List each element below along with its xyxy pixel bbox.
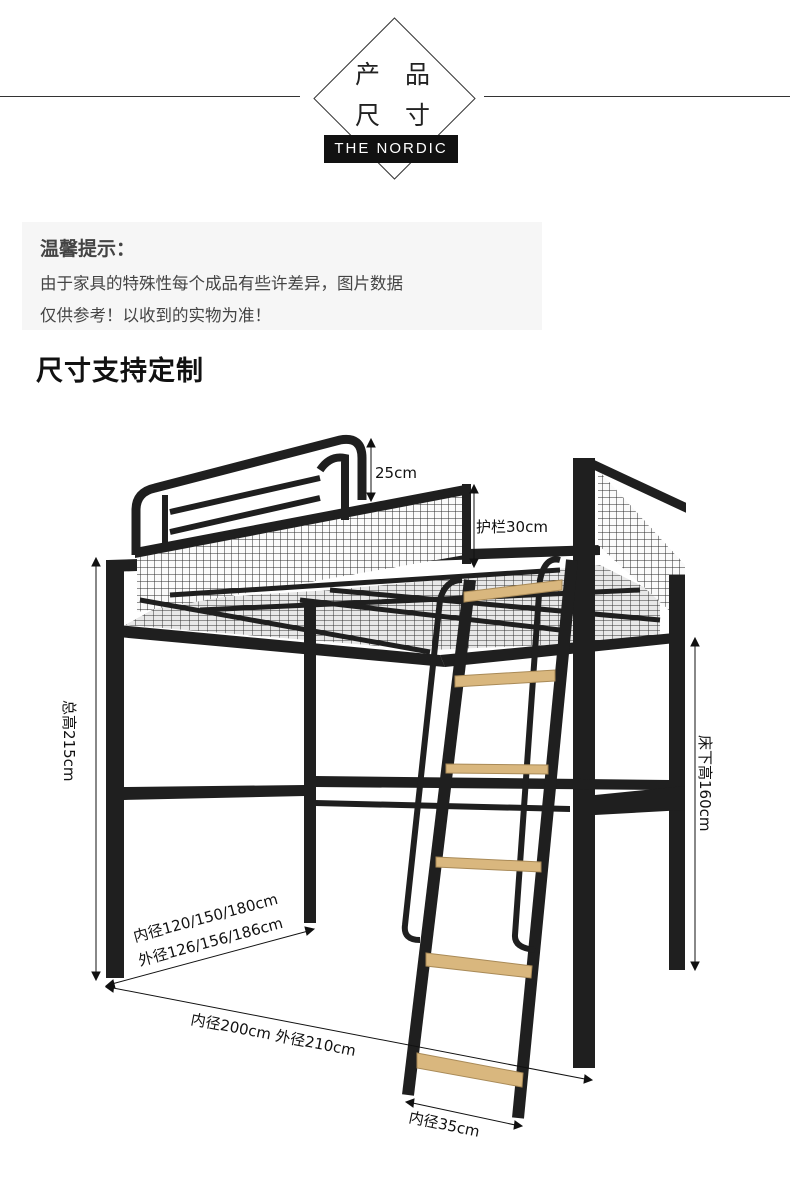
arrow — [583, 1074, 594, 1084]
header-char-2: 品 — [405, 60, 431, 89]
ladder-rail-left — [402, 579, 476, 1096]
header-char-1: 产 — [355, 60, 381, 89]
arrow — [91, 971, 101, 982]
front-lower-rail — [118, 625, 445, 667]
brand-badge: THE NORDIC — [324, 135, 458, 163]
arrow — [304, 926, 316, 936]
ladder-step-1 — [463, 579, 563, 603]
leg-back-right — [669, 575, 685, 970]
leg-back-left — [304, 605, 316, 923]
arrow — [513, 1120, 524, 1130]
dim-line-width — [107, 929, 313, 986]
ladder-step-2 — [454, 669, 556, 688]
header-char-4: 寸 — [405, 101, 431, 130]
arrow — [366, 437, 376, 448]
label-total-height: 总高215cm — [60, 700, 78, 782]
ladder-step-6 — [416, 1052, 524, 1088]
notice-title: 温馨提示： — [40, 238, 136, 260]
ladder-handrail-left — [401, 577, 463, 943]
ladder-handrail-right — [511, 556, 561, 953]
guardrail-post — [462, 484, 471, 564]
dimension-lines — [91, 437, 700, 1130]
notice-line-2: 仅供参考！以收到的实物为准！ — [40, 306, 271, 325]
notice-line-1: 由于家具的特殊性每个成品有些许差异，图片数据 — [40, 274, 403, 293]
label-ladder-width: 内径35cm — [407, 1108, 481, 1141]
deck-slats — [139, 567, 661, 655]
back-stretcher — [315, 776, 670, 790]
leg-front-right — [573, 458, 595, 1068]
headboard-loop — [131, 434, 367, 555]
label-under-bed-height: 床下高160cm — [696, 735, 714, 832]
ladder-step-4 — [435, 856, 542, 873]
front-guardrail-mesh — [137, 492, 465, 612]
bed-frame — [106, 434, 686, 1119]
arrow — [469, 483, 479, 494]
arrow — [469, 558, 479, 569]
arrow — [690, 636, 700, 647]
header-rule-right — [484, 96, 790, 97]
arrow — [404, 1098, 415, 1108]
arrow — [366, 492, 376, 503]
ladder-steps — [416, 579, 563, 1088]
right-top-post — [590, 458, 686, 513]
right-stretcher — [595, 786, 685, 815]
section-title: 尺寸支持定制 — [36, 356, 204, 387]
header-char-3: 尺 — [355, 101, 381, 130]
ladder-step-5 — [425, 952, 533, 979]
label-length: 内径200cm 外径210cm — [189, 1010, 357, 1060]
arrow — [91, 556, 101, 567]
header-rule-left — [0, 96, 300, 97]
left-stretcher — [124, 785, 305, 800]
dim-line-length — [107, 986, 591, 1081]
leg-front-left — [106, 560, 124, 978]
label-guardrail-height: 护栏30cm — [476, 518, 548, 536]
ladder-step-3 — [445, 763, 549, 775]
arrow — [104, 983, 115, 993]
front-guardrail-top — [135, 484, 470, 558]
headboard-inner — [316, 453, 349, 520]
arrow — [690, 961, 700, 972]
headboard-bar-1 — [162, 475, 321, 550]
notice-box — [22, 222, 542, 330]
ladder-rail-right — [512, 559, 578, 1119]
dim-line-ladder — [407, 1101, 521, 1127]
right-guardrail-mesh — [598, 470, 685, 625]
label-headboard-height: 25cm — [375, 464, 417, 482]
